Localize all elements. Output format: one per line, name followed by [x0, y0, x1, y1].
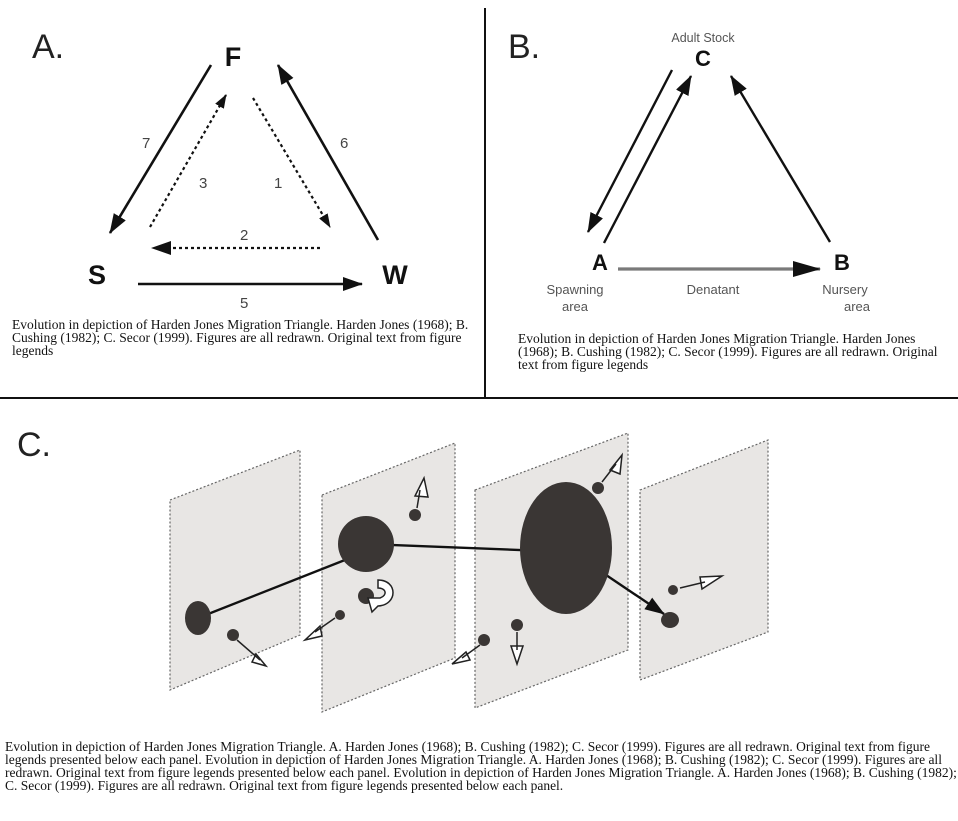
plane-4: [639, 439, 769, 681]
blob-3: [520, 482, 612, 614]
arrow-3: [149, 94, 227, 228]
label-5: 5: [240, 295, 248, 312]
spawning-caption-2: area: [562, 299, 589, 314]
fish-marker: [668, 575, 725, 595]
nursery-caption-1: Nursery: [822, 282, 868, 297]
label-2: 2: [240, 227, 248, 244]
fish-marker: [451, 634, 490, 665]
panel-c-diagram: C.: [17, 426, 769, 713]
denatant-caption: Denatant: [687, 282, 740, 297]
fish-marker: [302, 610, 345, 642]
adult-stock-caption: Adult Stock: [671, 31, 735, 45]
blob-1: [185, 601, 211, 635]
arrow-a-to-c: [602, 75, 693, 244]
plane-1: [169, 449, 301, 691]
arrow-1: [252, 97, 331, 228]
nursery-caption-2: area: [844, 299, 871, 314]
fish-marker: [409, 475, 429, 521]
blob-4: [661, 612, 679, 628]
node-f: F: [225, 42, 242, 72]
label-1: 1: [274, 175, 282, 192]
fish-marker: [227, 629, 269, 668]
node-w: W: [382, 260, 408, 290]
figure-legend: Evolution in depiction of Harden Jones M…: [5, 739, 957, 793]
plane-2: [321, 442, 456, 713]
fish-marker: [509, 619, 525, 667]
arrow-6: [276, 64, 380, 241]
panel-b-legend: Evolution in depiction of Harden Jones M…: [518, 331, 938, 372]
label-7: 7: [142, 135, 150, 152]
panel-a-diagram: A. F S W 7 3 1 6 2 5: [32, 28, 408, 312]
label-6: 6: [340, 135, 348, 152]
blob-2: [338, 516, 394, 572]
panel-b-diagram: B. Adult Stock C A B Spawning area Denat…: [508, 28, 871, 314]
panel-a-letter: A.: [32, 28, 64, 66]
panel-a-legend: Evolution in depiction of Harden Jones M…: [12, 317, 469, 358]
node-a: A: [592, 250, 608, 275]
arrow-b-to-c: [729, 75, 832, 243]
panel-b-letter: B.: [508, 28, 540, 66]
node-c: C: [695, 46, 711, 71]
spawning-caption-1: Spawning: [546, 282, 603, 297]
arrow-c-to-a: [586, 69, 674, 233]
arrow-7: [108, 64, 213, 234]
label-3: 3: [199, 175, 207, 192]
fish-marker: [358, 579, 394, 614]
fish-marker: [592, 452, 624, 494]
path-1-2: [197, 556, 351, 620]
node-b: B: [834, 250, 850, 275]
panel-c-letter: C.: [17, 426, 51, 464]
node-s: S: [88, 260, 106, 290]
